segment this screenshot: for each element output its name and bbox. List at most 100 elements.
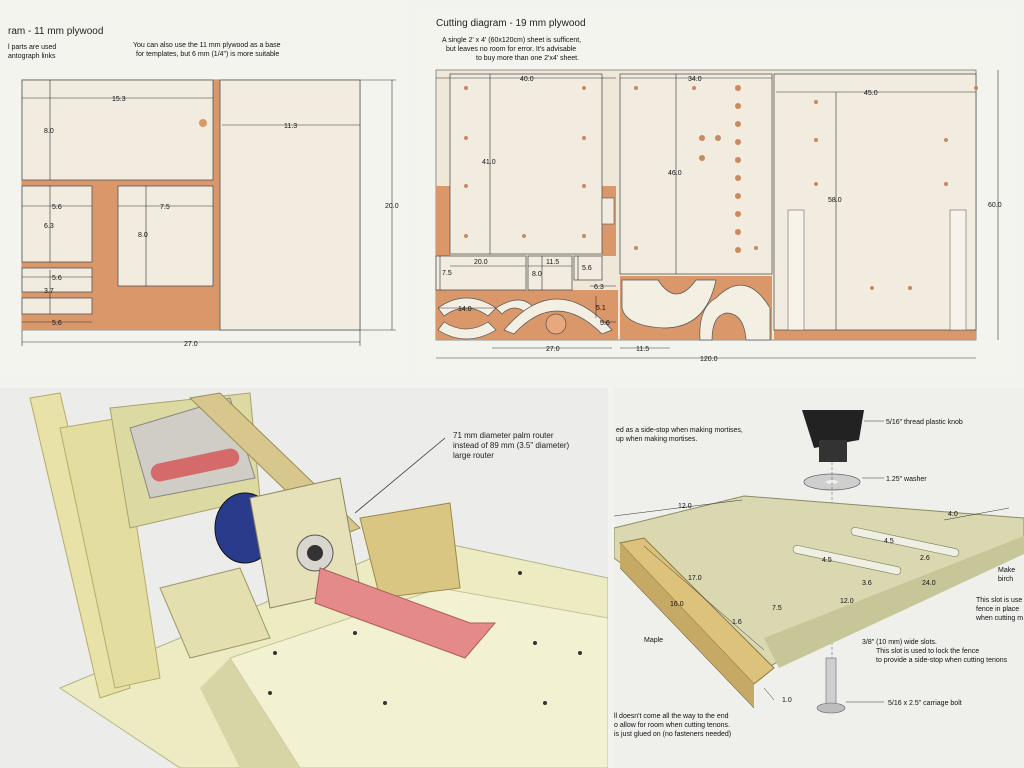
dim-34-0: 34.0 [688,76,702,83]
annotation-leader [354,437,446,514]
dim-60-0: 60.0 [988,202,1002,209]
offcut-right-edge [213,186,220,316]
offcut-horizontal [22,180,220,186]
dim-41-0: 41.0 [482,159,496,166]
panel1-note-right-1: You can also use the 11 mm plywood as a … [133,42,281,49]
router-annotation-3: large router [453,451,494,460]
panel2-title: Cutting diagram - 19 mm plywood [436,18,586,29]
panel2-note-2: but leaves no room for error. It's advis… [446,46,576,53]
panel1-note-right-2: for templates, but 6 mm (1/4") is more s… [136,51,279,58]
dim-120-0: 120.0 [700,356,718,363]
cutting-diagram-11mm-panel: ram - 11 mm plywood l parts are used ant… [0,0,410,378]
dim-4-0: 4.0 [948,511,958,518]
part-small-2 [21,297,93,315]
slot-note-3: when cutting m [975,615,1023,622]
offcut-left-strip [22,262,92,268]
hole-pattern [464,85,978,290]
wide-slot-note-1: 3/8" (10 mm) wide slots. [862,639,937,646]
slot-bar-left [787,209,805,331]
dim-7-5: 7.5 [442,270,452,277]
maple-fence-face [620,543,754,708]
frame-post-middle [59,417,161,689]
dim-3-6: 3.6 [862,580,872,587]
dim-11-3: 11.3 [284,123,297,130]
make-label-1: Make [998,567,1015,574]
curved-parts-bottom-mid [621,279,771,341]
dim-17-0: 17.0 [688,575,702,582]
slot-note-2: fence in place [976,606,1019,613]
bottom-note-2: o allow for room when cutting tenons. [614,722,730,729]
part-right-large [219,79,361,331]
washer-label: 1.25" washer [886,476,927,483]
dim-5-6-b: 5.6 [600,320,610,327]
part-center [117,185,214,287]
knob-label: 5/16" thread plastic knob [886,419,963,426]
dim-5-6-a: 5.6 [582,265,592,272]
carriage-bolt-shank [825,657,837,709]
dim-11-5-b: 11.5 [636,346,649,353]
part-left-middle [21,185,93,263]
dim-12-0-a: 12.0 [678,503,692,510]
dim-1-6: 1.6 [732,619,742,626]
plastic-knob [802,410,864,448]
slot-bar-right [949,209,967,331]
sliding-table-edge [200,658,300,768]
dim-6-3: 6.3 [594,284,604,291]
maple-label: Maple [644,637,663,644]
part-20x7-5 [435,255,527,291]
carriage-bolt-head [816,702,846,714]
router-assembly-render: 71 mm diameter palm router instead of 89… [29,392,608,768]
dim-5-6-b: 5.6 [52,275,62,282]
panel1-title: ram - 11 mm plywood [8,26,103,37]
knob-stem [819,440,847,462]
dim-24-0: 24.0 [922,580,936,587]
dim-2-6: 2.6 [920,555,930,562]
offcut-left [436,186,450,256]
dim-5-6-c: 5.6 [52,320,62,327]
panel1-note-left-2: antograph links [8,53,56,60]
bolt-label: 5/16 x 2.5" carriage bolt [888,700,962,707]
dim-5-6-a: 5.6 [52,204,62,211]
cutting-diagram-11mm-drawing: ram - 11 mm plywood l parts are used ant… [8,26,399,348]
dim-8-0: 8.0 [532,271,542,278]
hold-down-clamp [359,502,461,599]
panel2-note-3: to buy more than one 2'x4' sheet. [476,55,579,62]
part-11-5x8 [527,255,573,291]
panel1-note-left-1: l parts are used [8,44,56,51]
dim-8-0-b: 8.0 [138,232,148,239]
dim-3-7: 3.7 [44,288,54,295]
offcut-middle [92,186,118,316]
dim-4-5-b: 4.5 [884,538,894,545]
dim-20-0: 20.0 [385,203,399,210]
dim-58-0: 58.0 [828,197,842,204]
bottom-note-3: is just glued on (no fasteners needed) [614,731,731,738]
pivot-hole [199,119,207,127]
offcut-left-strip-2 [22,292,92,298]
dim-20-0: 20.0 [474,259,488,266]
red-workpiece [314,567,497,659]
fence-assembly-drawing: ed as a side-stop when making mortises, … [614,410,1024,738]
dim-1-0: 1.0 [782,697,792,704]
dim-5-1: 5.1 [596,305,606,312]
dim-15-3: 15.3 [112,96,126,103]
base-plate-edge [764,536,1024,668]
slot-1 [792,545,902,575]
slot-2 [850,527,960,557]
part-34x46 [619,73,773,275]
router-bit [307,545,323,561]
dim-27-0: 27.0 [184,341,198,348]
slot-note-1: This slot is use [976,597,1022,604]
dim-7-5: 7.5 [772,605,782,612]
dim-40-0: 40.0 [520,76,534,83]
offcut-bottom [22,314,220,330]
dim-27-0: 27.0 [546,346,560,353]
router-annotation-2: instead of 89 mm (3.5" diameter) [453,441,570,450]
fence-assembly-panel: ed as a side-stop when making mortises, … [614,388,1024,768]
panel4-note-tl-2: up when making mortises. [616,436,697,443]
router-assembly-render-panel: 71 mm diameter palm router instead of 89… [0,388,608,768]
part-40x41 [449,73,603,255]
dim-16-0: 16.0 [670,601,684,608]
bottom-note-1: ll doesn't come all the way to the end [614,713,729,720]
red-handle-bar [150,448,240,482]
offcut-bottom-right [774,330,976,340]
